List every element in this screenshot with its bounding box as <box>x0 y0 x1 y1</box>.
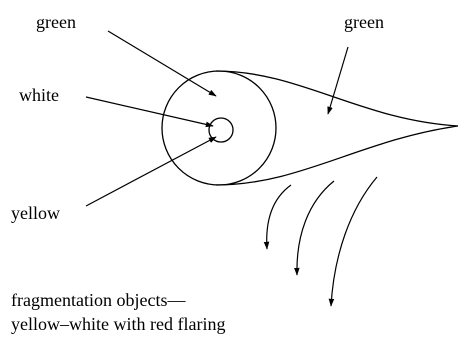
label-fragmentation-line2: yellow–white with red flaring <box>11 314 226 334</box>
label-green-outer: green <box>36 12 76 32</box>
arrow-green-right <box>327 46 349 115</box>
arrow-white <box>85 96 214 128</box>
arrow-green-left <box>107 30 217 97</box>
arrow-yellow <box>85 136 217 207</box>
label-white-core: white <box>19 85 59 105</box>
tail-lower-edge <box>215 125 458 186</box>
label-yellow: yellow <box>11 203 60 223</box>
label-fragmentation-line1: fragmentation objects— <box>11 290 186 310</box>
fragment-arrow-3 <box>328 176 378 307</box>
outer-sphere-circle <box>161 70 277 186</box>
label-green-tail: green <box>344 12 384 32</box>
inner-core-circle <box>208 117 234 143</box>
fragment-arrow-1 <box>263 184 292 250</box>
tail-upper-edge <box>215 70 458 127</box>
fragment-arrow-2 <box>294 180 335 276</box>
